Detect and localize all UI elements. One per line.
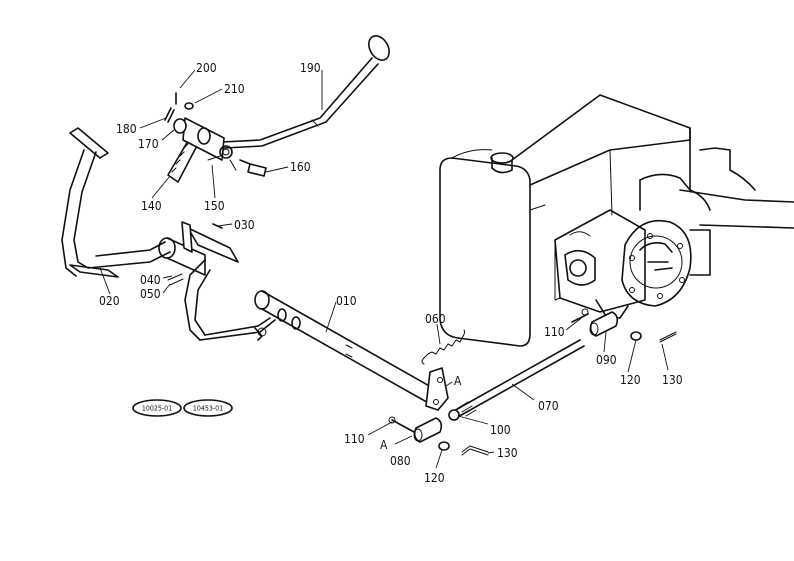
marker-a-lower: A bbox=[380, 438, 388, 452]
label-060: 060 bbox=[425, 312, 446, 326]
quadrant-140 bbox=[167, 117, 225, 183]
label-070: 070 bbox=[538, 399, 559, 413]
label-050: 050 bbox=[140, 287, 161, 301]
label-130-lower: 130 bbox=[497, 446, 518, 460]
leader-lines bbox=[99, 69, 669, 469]
hand-lever-190 bbox=[221, 35, 390, 149]
washer-210 bbox=[184, 102, 194, 110]
reference-badges: 10025-01 10453-01 bbox=[132, 399, 233, 417]
bolt-160 bbox=[239, 159, 267, 177]
label-150: 150 bbox=[204, 199, 225, 213]
label-140: 140 bbox=[141, 199, 162, 213]
marker-a-upper: A bbox=[454, 374, 462, 388]
spring-150 bbox=[207, 145, 237, 171]
brake-pedal-arm bbox=[61, 127, 171, 278]
cross-shaft bbox=[254, 290, 449, 411]
reference-text-2: 10453-01 bbox=[193, 405, 223, 413]
pin-030 bbox=[212, 223, 223, 229]
label-080: 080 bbox=[390, 454, 411, 468]
label-120-lower: 120 bbox=[424, 471, 445, 485]
label-030: 030 bbox=[234, 218, 255, 232]
label-110-upper: 110 bbox=[544, 325, 565, 339]
callout-labels: 200 210 190 180 170 160 140 150 030 040 … bbox=[99, 61, 683, 485]
pin-110-upper bbox=[571, 313, 589, 323]
pin-130-upper bbox=[659, 331, 677, 343]
clevis-080 bbox=[388, 416, 443, 443]
label-200: 200 bbox=[196, 61, 217, 75]
label-190: 190 bbox=[300, 61, 321, 75]
label-010: 010 bbox=[336, 294, 357, 308]
clevis-090 bbox=[581, 308, 619, 337]
washer-120-upper bbox=[630, 331, 642, 341]
spring-060 bbox=[421, 329, 466, 365]
pedal-bracket bbox=[158, 221, 276, 341]
reference-badge-1 bbox=[132, 399, 182, 417]
nut-170 bbox=[173, 118, 187, 134]
label-120-upper: 120 bbox=[620, 373, 641, 387]
pin-180 bbox=[164, 107, 175, 123]
label-100: 100 bbox=[490, 423, 511, 437]
label-130-upper: 130 bbox=[662, 373, 683, 387]
reference-badge-2 bbox=[183, 399, 233, 417]
label-210: 210 bbox=[224, 82, 245, 96]
label-040: 040 bbox=[140, 273, 161, 287]
label-170: 170 bbox=[138, 137, 159, 151]
label-160: 160 bbox=[290, 160, 311, 174]
label-110-lower: 110 bbox=[344, 432, 365, 446]
transmission-housing bbox=[439, 94, 794, 347]
label-180: 180 bbox=[116, 122, 137, 136]
reference-text-1: 10025-01 bbox=[142, 405, 172, 413]
washer-120-lower bbox=[438, 441, 450, 451]
rod-070 bbox=[448, 339, 585, 421]
pin-130-lower bbox=[461, 445, 489, 456]
label-090: 090 bbox=[596, 353, 617, 367]
label-020: 020 bbox=[99, 294, 120, 308]
